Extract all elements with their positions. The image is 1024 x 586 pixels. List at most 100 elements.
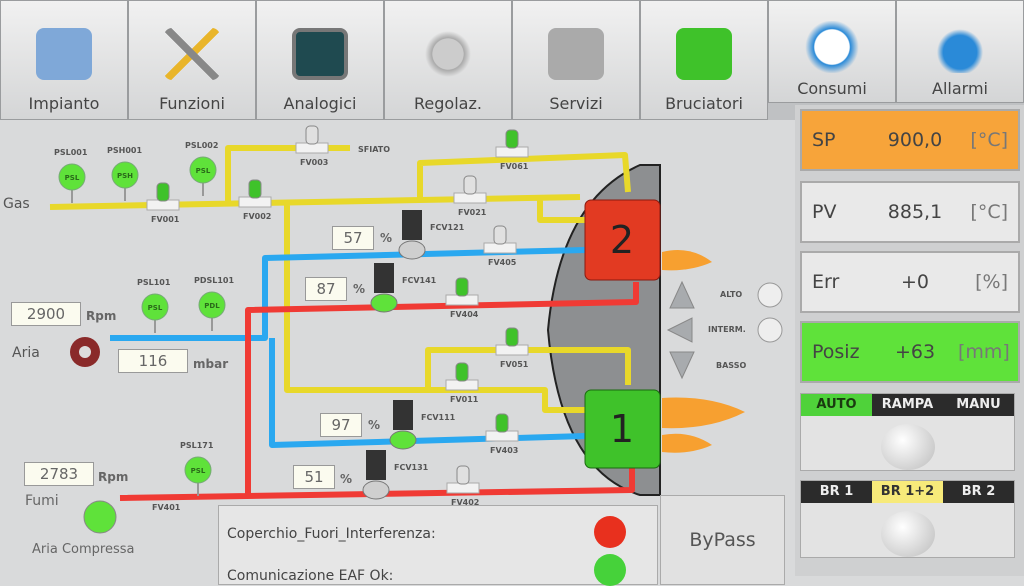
unit: Rpm <box>86 309 117 323</box>
switch-tag: PSH001 <box>107 146 142 155</box>
switch-symbol: PSL <box>191 467 206 475</box>
br-2[interactable]: BR 2 <box>943 481 1014 503</box>
valve-fv021[interactable]: FV021 <box>453 175 487 217</box>
label: PV <box>812 201 837 223</box>
tab-allarmi[interactable]: Allarmi <box>896 0 1024 103</box>
control-valve-fcv131[interactable]: FCV131 <box>362 450 429 500</box>
label-fumi: Fumi <box>25 493 59 509</box>
fcv131-value[interactable]: 51 <box>293 465 335 489</box>
valve-tag: FV403 <box>490 446 518 455</box>
arrow-up-icon[interactable] <box>669 280 695 309</box>
fcv111-value[interactable]: 97 <box>320 413 362 437</box>
br-1-2[interactable]: BR 1+2 <box>872 481 943 503</box>
valve-actuator-icon <box>493 225 507 245</box>
valve-fv405[interactable]: FV405 <box>483 225 517 267</box>
arrow-down-icon[interactable] <box>669 351 695 380</box>
valve-fv002[interactable]: FV002 <box>238 179 272 221</box>
control-valve-fcv141[interactable]: FCV141 <box>370 263 437 313</box>
status-label: Comunicazione EAF Ok: <box>227 568 394 584</box>
valve-fv402[interactable]: FV402 <box>446 465 480 507</box>
value: +0 <box>900 271 929 293</box>
burner-number: 2 <box>610 218 634 262</box>
label-aria-compressa: Aria Compressa <box>32 542 134 557</box>
tab-consumi[interactable]: Consumi <box>768 0 896 103</box>
flue-fan-icon[interactable] <box>83 500 117 534</box>
control-valve-fcv121[interactable]: FCV121 <box>398 210 465 260</box>
setpoint-box[interactable]: SP 900,0 [°C] <box>800 109 1020 171</box>
valve-fv051[interactable]: FV051 <box>495 327 529 369</box>
bell-icon <box>932 21 988 73</box>
unit: [°C] <box>970 129 1008 151</box>
label: SP <box>812 129 836 151</box>
valve-actuator-icon <box>495 413 509 433</box>
arrow-left-icon[interactable] <box>666 317 693 343</box>
valve-tag: FV001 <box>151 215 180 224</box>
burner-1: 1 <box>584 389 745 469</box>
valve-tag: FCV121 <box>430 223 465 232</box>
valve-fv403[interactable]: FV403 <box>485 413 519 455</box>
top-nav: Impianto Funzioni Analogici Regolaz. Ser… <box>0 0 1024 120</box>
tab-regolaz[interactable]: Regolaz. <box>384 0 512 120</box>
fan-hub <box>79 346 91 358</box>
bypass-button[interactable]: ByPass <box>660 495 785 585</box>
fcv141-value[interactable]: 87 <box>305 277 347 301</box>
valve-fv404[interactable]: FV404 <box>445 277 479 319</box>
unit: % <box>380 231 393 245</box>
tab-label: Analogici <box>283 94 357 113</box>
valve-tag: FV404 <box>450 310 479 319</box>
valve-fv011[interactable]: FV011 <box>445 362 479 404</box>
aria-rpm-field[interactable]: 2900 <box>11 302 81 326</box>
switch-psl002: PSL PSL002 <box>185 141 218 196</box>
valve-actuator-icon <box>455 362 469 382</box>
fumi-rpm-field[interactable]: 2783 <box>24 462 94 486</box>
mode-auto[interactable]: AUTO <box>801 394 872 416</box>
valve-tag: FV051 <box>500 360 529 369</box>
monitor-icon <box>292 28 348 80</box>
tab-label: Impianto <box>28 94 100 113</box>
tools-icon <box>164 28 220 80</box>
aria-pressure-field[interactable]: 116 <box>118 349 188 373</box>
value: 885,1 <box>887 201 943 223</box>
mode-knob[interactable] <box>881 424 935 470</box>
switch-symbol: PSL <box>196 167 211 175</box>
valve-actuator-icon <box>455 277 469 297</box>
valve-actuator-icon <box>505 327 519 347</box>
tab-label: Regolaz. <box>414 94 482 113</box>
pump-icon <box>548 28 604 80</box>
valve-actuator-icon <box>305 125 319 145</box>
status-lamp <box>594 554 626 586</box>
status-label: Coperchio_Fuori_Interferenza: <box>227 526 436 542</box>
valve-fv061[interactable]: FV061 <box>495 129 529 171</box>
tab-label: Funzioni <box>159 94 225 113</box>
fcv121-value[interactable]: 57 <box>332 226 374 250</box>
valve-fv003[interactable]: FV003 <box>295 125 329 167</box>
value: 900,0 <box>887 129 943 151</box>
br-1[interactable]: BR 1 <box>801 481 872 503</box>
tab-funzioni[interactable]: Funzioni <box>128 0 256 120</box>
mode-manu[interactable]: MANU <box>943 394 1014 416</box>
label: Err <box>812 271 840 293</box>
valve-tag: FCV141 <box>402 276 437 285</box>
unit: [%] <box>975 271 1008 293</box>
mode-rampa[interactable]: RAMPA <box>872 394 943 416</box>
burner-knob[interactable] <box>881 511 935 557</box>
switch-tag: PSL002 <box>185 141 218 150</box>
tab-analogici[interactable]: Analogici <box>256 0 384 120</box>
switch-symbol: PSL <box>65 174 80 182</box>
control-valve-fcv111[interactable]: FCV111 <box>389 400 456 450</box>
label-aria: Aria <box>12 345 40 361</box>
unit: % <box>340 472 353 486</box>
valve-tag: FV003 <box>300 158 328 167</box>
label-gas: Gas <box>3 196 30 212</box>
tab-impianto[interactable]: Impianto <box>0 0 128 120</box>
plant-icon <box>36 28 92 80</box>
switch-tag: PSL001 <box>54 148 88 157</box>
actuator-icon <box>366 450 386 480</box>
tab-servizi[interactable]: Servizi <box>512 0 640 120</box>
valve-fv001[interactable]: FV001 <box>146 182 180 224</box>
tab-bruciatori[interactable]: Bruciatori <box>640 0 768 120</box>
